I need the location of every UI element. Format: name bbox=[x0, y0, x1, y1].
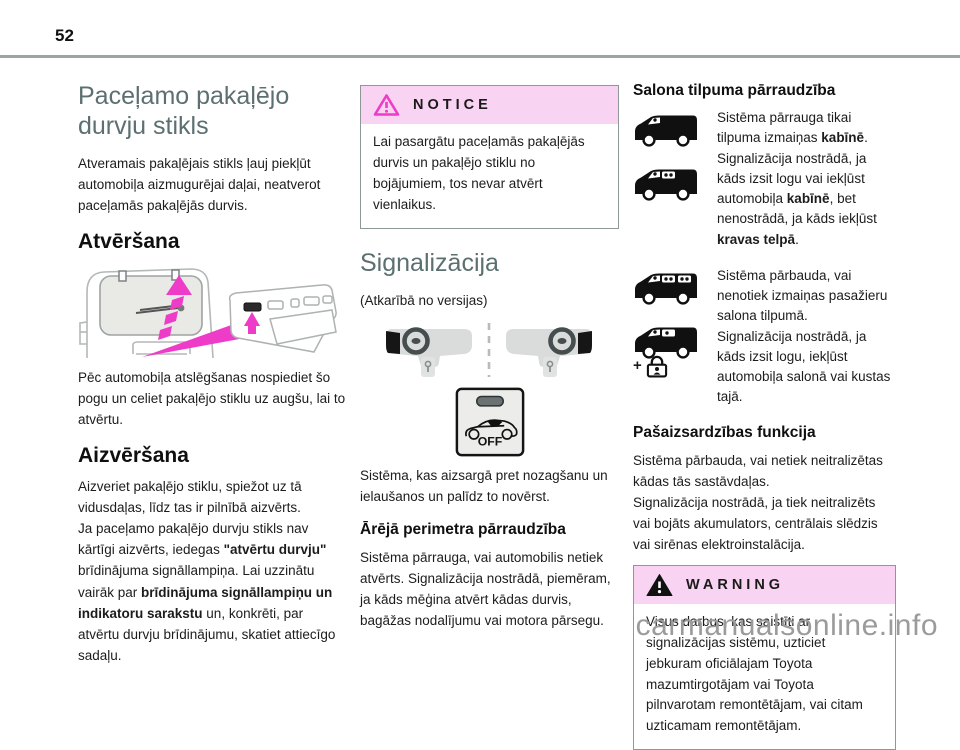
notice-header: NOTICE bbox=[361, 86, 618, 124]
section-title-rear-window: Paceļamo pakaļējo durvju stikls bbox=[78, 82, 290, 140]
icon-stack-2: + bbox=[633, 266, 707, 408]
warning-triangle-icon bbox=[646, 573, 673, 596]
column-2: NOTICE Lai pasargātu paceļamās pakaļējās… bbox=[360, 82, 619, 642]
rear-window-open-illustration bbox=[79, 268, 337, 359]
interior-group-2: + Sistēma pārbauda, vai nenotiek izmaiņa… bbox=[633, 266, 896, 408]
heading-interior-monitoring: Salona tilpuma pārraudzība bbox=[633, 82, 836, 99]
heading-closing: Aizvēršana bbox=[78, 444, 189, 468]
dashboard-versions-illustration bbox=[386, 323, 592, 378]
heading-opening: Atvēršana bbox=[78, 230, 180, 254]
column-3: Salona tilpuma pārraudzība Sistēma pā bbox=[633, 82, 896, 750]
alarm-subtitle: (Atkarībā no versijas) bbox=[360, 293, 488, 309]
page-number: 52 bbox=[55, 26, 74, 45]
notice-box: NOTICE Lai pasargātu paceļamās pakaļējās… bbox=[360, 85, 619, 229]
watermark: carmanualsonline.info bbox=[635, 609, 938, 642]
interior-group-2-text: Sistēma pārbauda, vai nenotiek izmaiņas … bbox=[717, 267, 891, 405]
perimeter-text: Sistēma pārrauga, vai automobilis netiek… bbox=[360, 550, 611, 629]
plus-lock-person-icon: + bbox=[633, 354, 699, 378]
section-title-alarm: Signalizācija bbox=[360, 248, 499, 277]
warning-label: WARNING bbox=[686, 576, 785, 593]
alarm-description: Sistēma, kas aizsargā pret nozagšanu un … bbox=[360, 468, 608, 505]
interior-group-1-text: Sistēma pārrauga tikai tilpuma izmaiņas … bbox=[717, 110, 877, 247]
van-windows-icon bbox=[635, 169, 697, 201]
notice-warning-triangle-icon bbox=[373, 94, 400, 116]
alarm-off-button-illustration: OFF bbox=[455, 387, 524, 457]
rear-window-intro: Atveramais pakaļējais stikls ļauj piekļū… bbox=[78, 156, 321, 214]
van-cargo-icon bbox=[635, 115, 697, 147]
svg-text:OFF: OFF bbox=[477, 435, 502, 449]
interior-group-1: Sistēma pārrauga tikai tilpuma izmaiņas … bbox=[633, 108, 896, 250]
closing-body: Aizveriet pakaļējo stiklu, spiežot uz tā… bbox=[78, 479, 336, 663]
header-rule bbox=[0, 55, 960, 58]
plus-sign: + bbox=[633, 357, 642, 375]
notice-label: NOTICE bbox=[413, 97, 492, 113]
column-1: Paceļamo pakaļējo durvju stikls Atverama… bbox=[78, 82, 346, 676]
heading-perimeter: Ārējā perimetra pārraudzība bbox=[360, 521, 566, 539]
opening-caption: Pēc automobiļa atslēgšanas nospiediet šo… bbox=[78, 370, 346, 428]
self-protection-text: Sistēma pārbauda, vai netiek neitralizēt… bbox=[633, 452, 883, 552]
van-passengers-icon bbox=[635, 273, 697, 305]
icon-stack-1 bbox=[633, 108, 707, 250]
notice-text: Lai pasargātu paceļamās pakaļējās durvis… bbox=[373, 134, 585, 212]
warning-header: WARNING bbox=[634, 565, 895, 604]
warning-box: WARNING Visus darbus, kas saistīti ar si… bbox=[633, 564, 896, 750]
van-motion-icon bbox=[635, 327, 697, 359]
heading-self-protection: Pašaizsardzības funkcija bbox=[633, 423, 816, 441]
